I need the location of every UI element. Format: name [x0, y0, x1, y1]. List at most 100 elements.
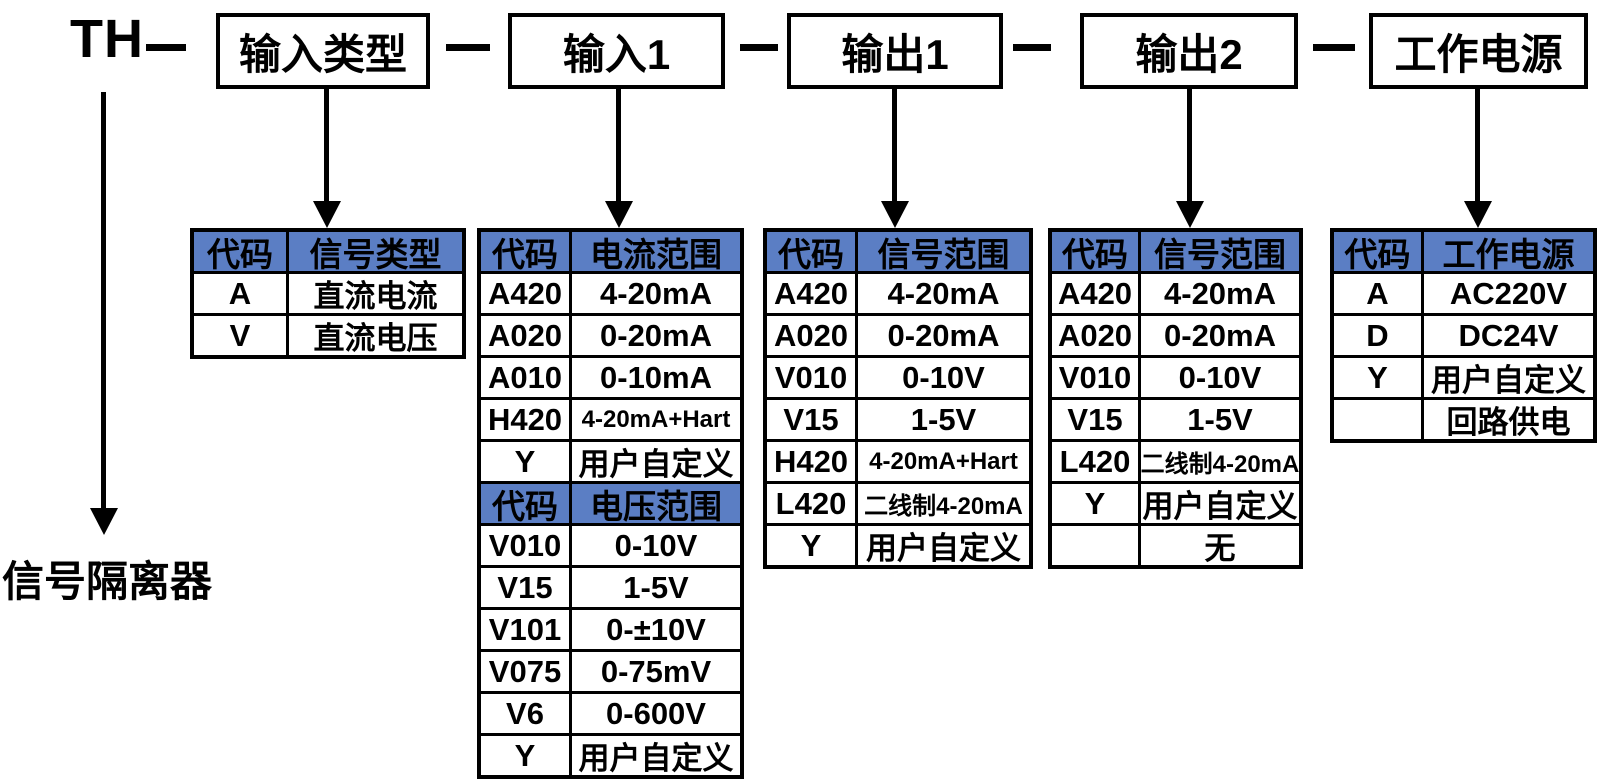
value-cell: 用户自定义	[1141, 484, 1299, 523]
field-box-label: 输出1	[841, 30, 949, 78]
arrow-head	[1176, 201, 1204, 228]
down-arrow-icon	[313, 89, 341, 230]
connector-dash	[1013, 44, 1051, 51]
range-header-cell: 信号范围	[858, 232, 1029, 271]
value-cell: 0-10V	[1141, 358, 1299, 397]
code-cell: A020	[481, 316, 569, 355]
down-arrow-icon	[1176, 89, 1204, 230]
code-cell: V101	[481, 610, 569, 649]
arrow-head	[313, 201, 341, 228]
model-prefix: TH	[70, 9, 144, 69]
value-cell: DC24V	[1424, 316, 1593, 355]
field-box-output2: 输出2	[1080, 13, 1298, 89]
code-cell: Y	[767, 526, 855, 565]
field-box-power: 工作电源	[1369, 13, 1588, 89]
down-arrow-icon	[1464, 89, 1492, 230]
down-arrow-icon	[605, 89, 633, 230]
code-header-cell: 代码	[1334, 232, 1421, 271]
field-box-label: 工作电源	[1394, 30, 1563, 78]
range-header-cell: 信号范围	[1141, 232, 1299, 271]
product-name-label: 信号隔离器	[2, 558, 213, 605]
range-header-cell: 电压范围	[572, 484, 740, 523]
arrow-shaft	[324, 89, 329, 203]
range-header-cell: 工作电源	[1424, 232, 1593, 271]
code-header-cell: 代码	[194, 232, 286, 271]
code-cell: L420	[767, 484, 855, 523]
code-cell: L420	[1052, 442, 1138, 481]
code-cell	[1052, 526, 1138, 565]
range-header-cell: 信号类型	[289, 232, 462, 271]
code-cell: Y	[1334, 358, 1421, 397]
value-cell: 用户自定义	[572, 736, 740, 775]
value-cell: 0-10mA	[572, 358, 740, 397]
value-cell: 0-±10V	[572, 610, 740, 649]
code-cell: V15	[767, 400, 855, 439]
arrow-head	[881, 201, 909, 228]
code-cell: V010	[1052, 358, 1138, 397]
code-cell: A	[194, 274, 286, 313]
connector-dash	[146, 44, 186, 51]
value-cell: 4-20mA+Hart	[858, 442, 1029, 481]
value-cell: 4-20mA	[858, 274, 1029, 313]
value-cell: 无	[1141, 526, 1299, 565]
value-cell: 1-5V	[1141, 400, 1299, 439]
field-box-label: 输入类型	[238, 30, 407, 78]
arrow-shaft	[616, 89, 621, 203]
code-cell: A420	[481, 274, 569, 313]
code-cell: V15	[1052, 400, 1138, 439]
code-header-cell: 代码	[1052, 232, 1138, 271]
code-cell	[1334, 400, 1421, 439]
value-cell: 用户自定义	[858, 526, 1029, 565]
arrow-head	[90, 508, 118, 535]
code-cell: A420	[1052, 274, 1138, 313]
arrow-shaft	[1475, 89, 1480, 203]
value-cell: 二线制4-20mA	[1141, 442, 1299, 481]
value-cell: 4-20mA	[572, 274, 740, 313]
connector-dash	[446, 44, 490, 51]
value-cell: 用户自定义	[572, 442, 740, 481]
code-header-cell: 代码	[481, 484, 569, 523]
code-cell: A	[1334, 274, 1421, 313]
code-cell: A020	[1052, 316, 1138, 355]
code-cell: H420	[481, 400, 569, 439]
field-box-label: 输出2	[1135, 30, 1243, 78]
arrow-shaft	[101, 92, 106, 510]
code-cell: V6	[481, 694, 569, 733]
value-cell: 0-600V	[572, 694, 740, 733]
arrow-shaft	[892, 89, 897, 203]
code-cell: A010	[481, 358, 569, 397]
code-header-cell: 代码	[767, 232, 855, 271]
code-cell: D	[1334, 316, 1421, 355]
value-cell: 0-75mV	[572, 652, 740, 691]
code-cell: Y	[481, 736, 569, 775]
value-cell: 0-10V	[858, 358, 1029, 397]
field-box-output1: 输出1	[787, 13, 1003, 89]
value-cell: 1-5V	[572, 568, 740, 607]
arrow-head	[1464, 201, 1492, 228]
code-cell: V075	[481, 652, 569, 691]
range-header-cell: 电流范围	[572, 232, 740, 271]
code-cell: A420	[767, 274, 855, 313]
value-cell: 二线制4-20mA	[858, 484, 1029, 523]
arrow-shaft	[1187, 89, 1192, 203]
value-cell: 4-20mA+Hart	[572, 400, 740, 439]
field-box-input-type: 输入类型	[216, 13, 430, 89]
value-cell: 4-20mA	[1141, 274, 1299, 313]
arrow-head	[605, 201, 633, 228]
value-cell: 回路供电	[1424, 400, 1593, 439]
value-cell: 0-20mA	[572, 316, 740, 355]
field-box-label: 输入1	[562, 30, 671, 78]
value-cell: 0-20mA	[1141, 316, 1299, 355]
code-cell: V010	[481, 526, 569, 565]
value-cell: 用户自定义	[1424, 358, 1593, 397]
code-header-cell: 代码	[481, 232, 569, 271]
code-cell: V010	[767, 358, 855, 397]
value-cell: 直流电流	[289, 274, 462, 313]
code-cell: V15	[481, 568, 569, 607]
